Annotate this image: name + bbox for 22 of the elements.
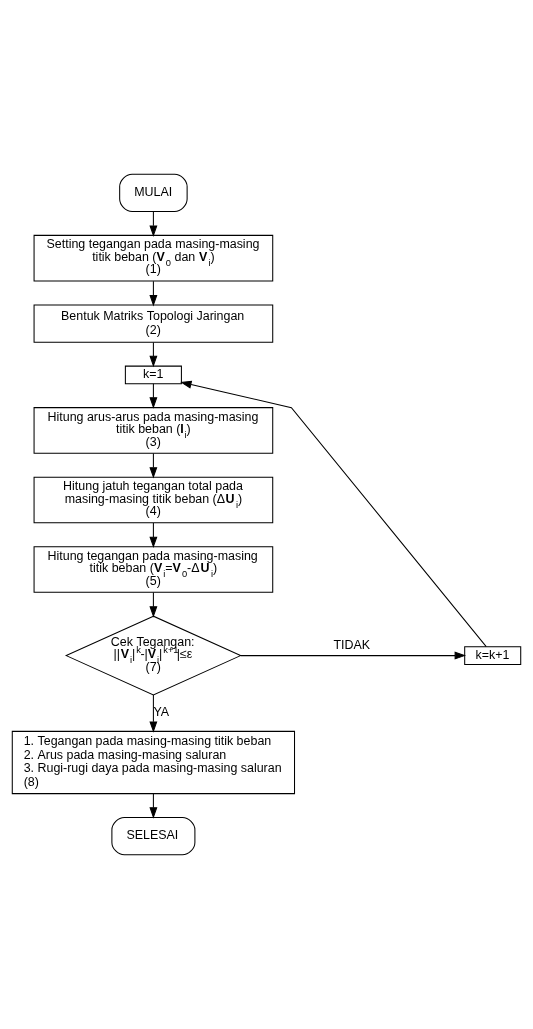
node-box: Bentuk Matriks Topologi Jaringan (2) bbox=[33, 304, 274, 343]
arrow bbox=[149, 280, 158, 307]
arrow bbox=[149, 383, 158, 409]
node-box: Hitung arus-arus pada masing-masing titik beban (I$_{i}$) (3) bbox=[33, 407, 274, 454]
arrow bbox=[180, 380, 487, 648]
node-box: Hitung tegangan pada masing-masing titik beban (V$_{i}$=V$_{0}$-ΔU$_{i}$) (5) bbox=[33, 546, 274, 593]
arrow bbox=[149, 211, 158, 237]
arrow bbox=[240, 651, 467, 660]
arrow bbox=[149, 341, 158, 368]
node-box: k=k+1 bbox=[464, 646, 522, 665]
node-box: k=1 bbox=[124, 365, 182, 385]
node-box: Setting tegangan pada masing-masing titik beban (V$_{0}$ dan V$_{i}$) (1) bbox=[33, 234, 274, 282]
node-box: SELESAI bbox=[111, 816, 196, 856]
node-box: Hitung jatuh tegangan total pada masing-masing titik beban (ΔU$_{i}$) (4) bbox=[33, 476, 274, 524]
node-box: 1. Tegangan pada masing-masing titik beban 2. Arus pada masing-masing saluran 3. Rugi-rugi daya pada masing-masing saluran (8) bbox=[11, 730, 296, 795]
node-diamond: Cek Tegangan: ||V$_{i}$|$^{k}$-|V$_{i}$|$^{k+1}$|≤ε (7) bbox=[64, 615, 242, 696]
arrow bbox=[149, 793, 158, 819]
arrow bbox=[149, 522, 158, 549]
node-box: MULAI bbox=[119, 173, 188, 213]
arrow bbox=[149, 694, 158, 733]
edge-label: YA bbox=[153, 705, 170, 720]
edge-label: TIDAK bbox=[333, 637, 371, 652]
